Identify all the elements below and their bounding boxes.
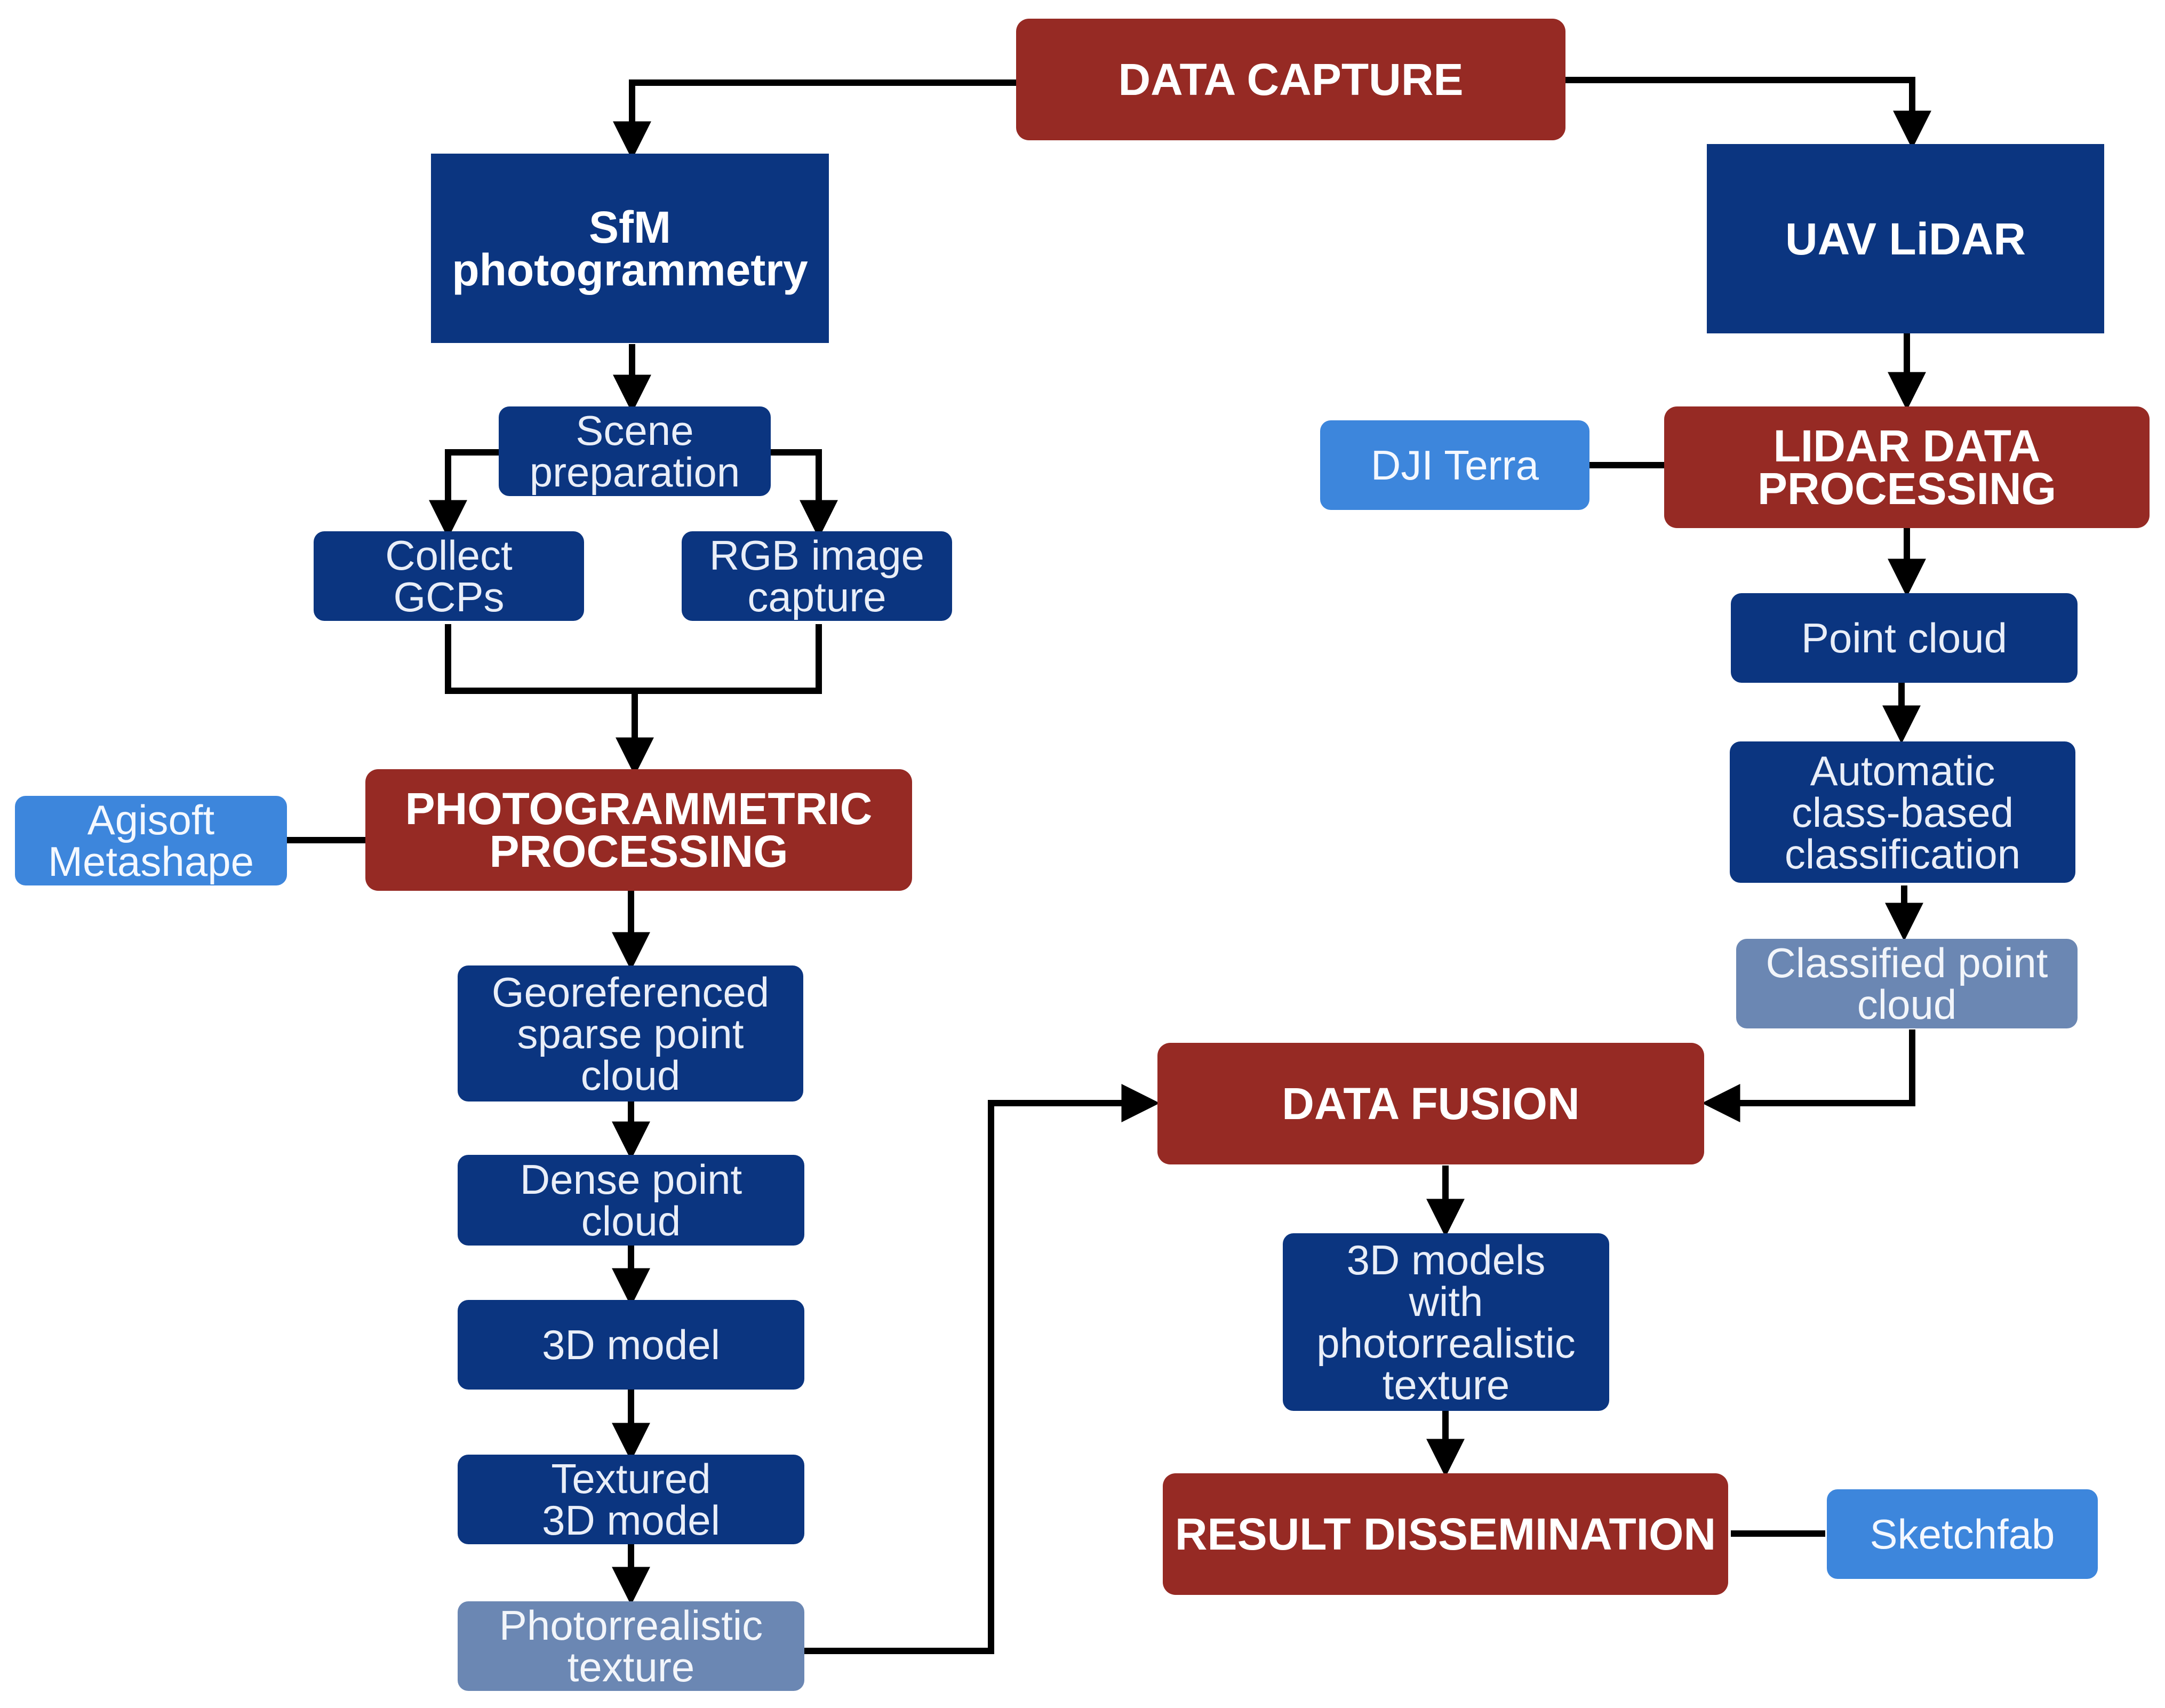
edge-capture-to-lidar — [1565, 77, 1931, 149]
automatic-classification-box: Automatic class-based classification — [1730, 741, 2075, 883]
collect-gcps-label: Collect GCPs — [385, 532, 513, 620]
3d-model-box: 3D model — [458, 1300, 804, 1390]
edge-gcps-rgb-merge — [445, 624, 822, 694]
3d-model-label: 3D model — [542, 1321, 720, 1368]
classified-point-cloud-box: Classified point cloud — [1736, 939, 2078, 1028]
classified-point-cloud-label: Classified point cloud — [1765, 939, 2048, 1028]
result-dissemination-label: RESULT DISSEMINATION — [1175, 1509, 1716, 1559]
edge-texture-to-fusion — [804, 1084, 1160, 1654]
textured-3d-model-label: Textured 3D model — [542, 1455, 720, 1544]
automatic-classification-label: Automatic class-based classification — [1784, 747, 2021, 877]
scene-preparation-box: Scene preparation — [499, 406, 771, 496]
3d-models-texture-box: 3D models with photorrealistic texture — [1283, 1233, 1609, 1411]
result-dissemination-box: RESULT DISSEMINATION — [1163, 1473, 1728, 1595]
lidar-processing-label: LIDAR DATA PROCESSING — [1757, 421, 2057, 514]
dense-point-cloud-box: Dense point cloud — [458, 1155, 804, 1246]
data-fusion-label: DATA FUSION — [1282, 1079, 1580, 1129]
dense-point-cloud-label: Dense point cloud — [520, 1156, 742, 1244]
collect-gcps-box: Collect GCPs — [314, 531, 584, 621]
rgb-image-capture-label: RGB image capture — [709, 532, 925, 620]
sketchfab-label: Sketchfab — [1870, 1511, 2055, 1558]
photorealistic-texture-box: Photorrealistic texture — [458, 1601, 804, 1691]
photorealistic-texture-label: Photorrealistic texture — [499, 1602, 763, 1690]
textured-3d-model-box: Textured 3D model — [458, 1455, 804, 1544]
data-capture-box: DATA CAPTURE — [1016, 19, 1565, 140]
agisoft-metashape-box: Agisoft Metashape — [15, 796, 287, 885]
scene-preparation-label: Scene preparation — [529, 407, 740, 496]
georeferenced-sparse-cloud-box: Georeferenced sparse point cloud — [458, 965, 803, 1102]
sfm-photogrammetry-label: SfM photogrammetry — [452, 202, 808, 295]
data-capture-label: DATA CAPTURE — [1118, 54, 1464, 105]
dji-terra-box: DJI Terra — [1320, 420, 1589, 510]
rgb-image-capture-box: RGB image capture — [682, 531, 952, 621]
photogrammetric-processing-label: PHOTOGRAMMETRIC PROCESSING — [405, 784, 873, 876]
dji-terra-label: DJI Terra — [1371, 442, 1539, 489]
georeferenced-sparse-cloud-label: Georeferenced sparse point cloud — [491, 968, 770, 1099]
edge-scene-to-gcps — [429, 449, 501, 539]
sketchfab-box: Sketchfab — [1827, 1489, 2098, 1579]
point-cloud-box: Point cloud — [1731, 593, 2078, 683]
lidar-processing-box: LIDAR DATA PROCESSING — [1664, 406, 2150, 528]
point-cloud-label: Point cloud — [1801, 614, 2007, 661]
data-fusion-box: DATA FUSION — [1157, 1043, 1704, 1164]
uav-lidar-label: UAV LiDAR — [1785, 213, 2026, 264]
agisoft-metashape-label: Agisoft Metashape — [48, 796, 254, 885]
edge-capture-to-sfm — [613, 79, 1021, 160]
edge-scene-to-rgb — [771, 449, 838, 539]
sfm-photogrammetry-box: SfM photogrammetry — [431, 154, 829, 343]
photogrammetric-processing-box: PHOTOGRAMMETRIC PROCESSING — [365, 769, 912, 891]
uav-lidar-box: UAV LiDAR — [1707, 144, 2104, 333]
3d-models-texture-label: 3D models with photorrealistic texture — [1316, 1236, 1576, 1408]
edge-classified-to-fusion — [1701, 1029, 1915, 1122]
